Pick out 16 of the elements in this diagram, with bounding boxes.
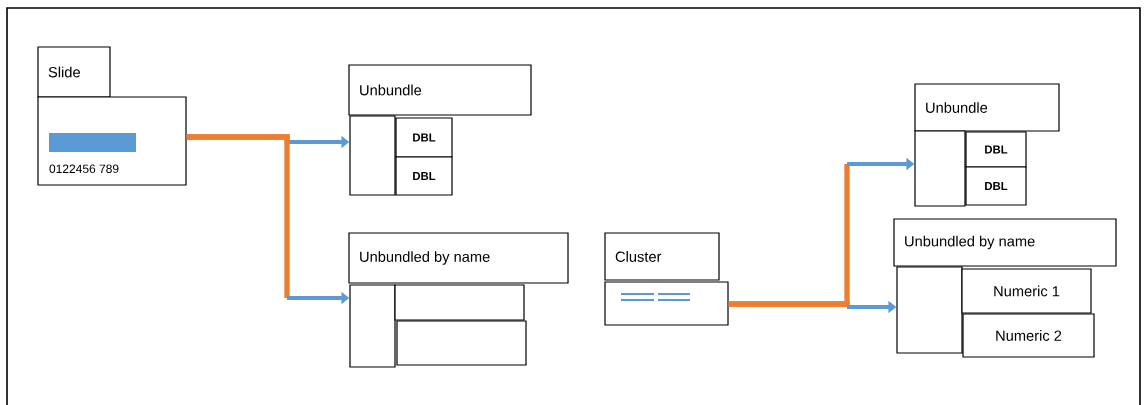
indicator-box: DBL (965, 166, 1027, 206)
indicator-box: Numeric 2 (962, 313, 1095, 358)
indicator-box: DBL (965, 131, 1027, 168)
port-box (914, 130, 966, 207)
port-box (396, 320, 527, 366)
port-box (604, 281, 729, 326)
label-box: Cluster (604, 232, 720, 281)
port-box (349, 115, 396, 196)
label-box: Slide (37, 46, 111, 98)
label-box: Unbundled by name (893, 218, 1117, 267)
indicator-box: Numeric 1 (961, 268, 1092, 314)
port-box (896, 266, 963, 354)
port-box (349, 284, 396, 368)
port-box (394, 284, 525, 321)
indicator-box: DBL (395, 117, 453, 158)
indicator-box: DBL (395, 156, 453, 196)
